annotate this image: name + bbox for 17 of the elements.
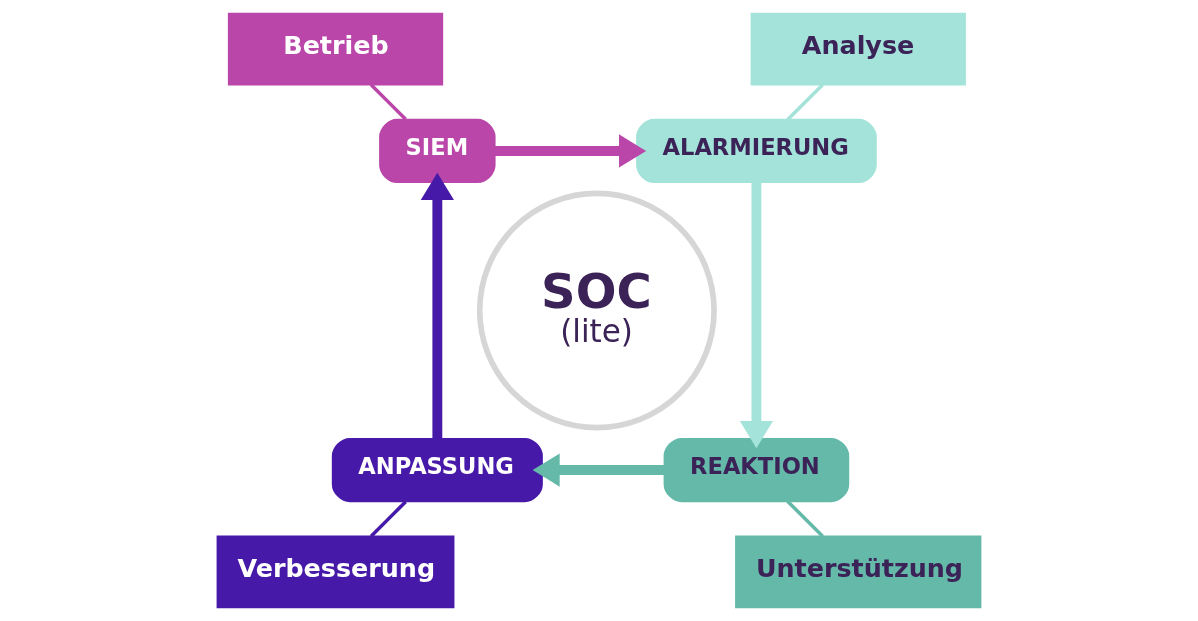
node-box: Unterstützung (735, 535, 982, 609)
node-box: REAKTION (663, 437, 850, 503)
node-circle: SOC (lite) (476, 190, 717, 431)
node-box: SIEM (379, 118, 496, 184)
node-box: Betrieb (227, 12, 444, 86)
arrow (420, 172, 454, 439)
connector (369, 83, 407, 121)
node-box: Verbesserung (216, 535, 455, 609)
connector (786, 83, 824, 122)
arrow (494, 134, 647, 168)
connector (786, 499, 824, 538)
connector (369, 500, 407, 538)
arrow (532, 453, 665, 487)
node-box: ALARMIERUNG (636, 118, 877, 184)
node-box: ANPASSUNG (331, 437, 543, 503)
arrow (739, 182, 773, 449)
node-box: Analyse (750, 12, 966, 86)
